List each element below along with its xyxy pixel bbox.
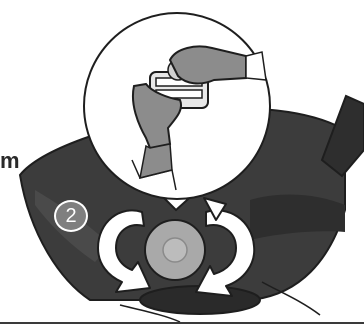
spool-cap <box>145 220 205 280</box>
bottom-rule <box>0 322 364 324</box>
cropped-text: m <box>0 150 20 172</box>
step-number-badge: 2 <box>54 200 88 232</box>
